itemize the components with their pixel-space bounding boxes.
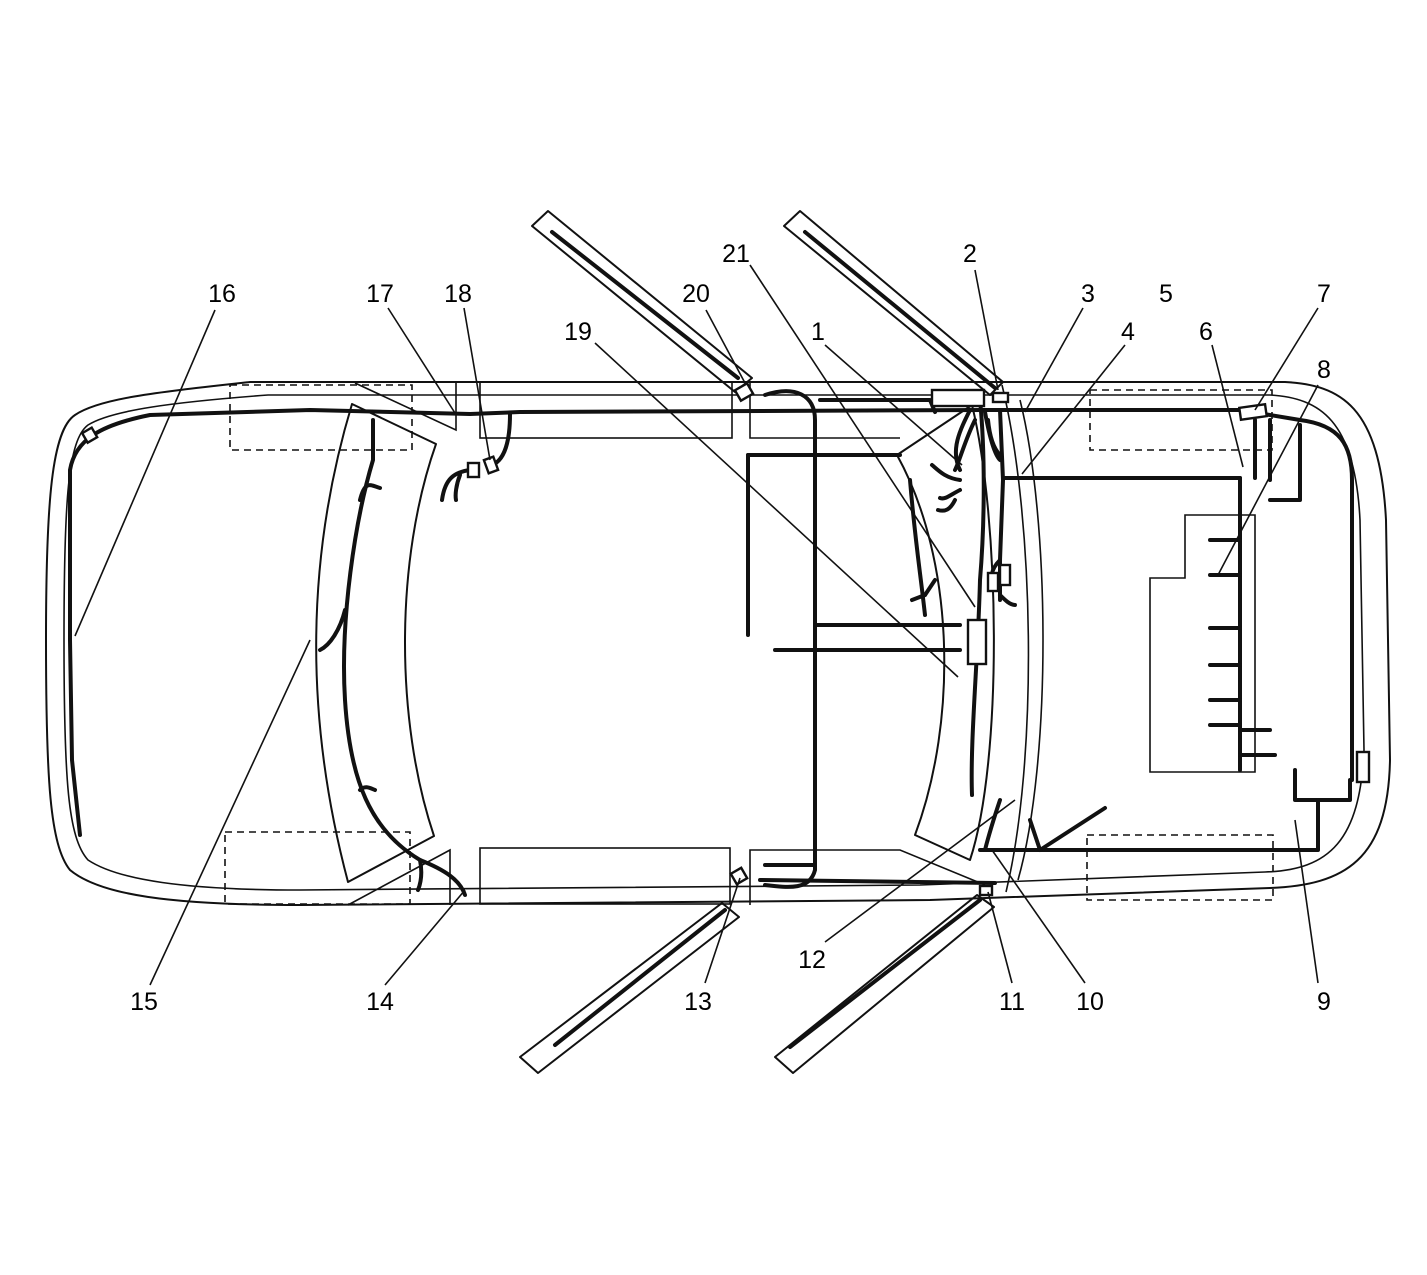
leader-1 — [824, 344, 963, 466]
callout-7: 7 — [1317, 280, 1331, 308]
leader-19 — [594, 342, 959, 678]
dashed-zones — [224, 384, 1274, 905]
callout-5: 5 — [1159, 280, 1173, 308]
leader-2 — [974, 269, 999, 391]
callout-8: 8 — [1317, 356, 1331, 384]
callouts: 16 17 18 19 20 21 1 2 3 4 5 6 7 8 15 14 … — [130, 240, 1331, 1016]
callout-18: 18 — [444, 280, 472, 308]
leader-17 — [387, 307, 456, 414]
leader-4 — [1021, 344, 1126, 475]
leader-11 — [987, 891, 1013, 984]
leader-18 — [463, 307, 491, 461]
leader-8 — [1217, 384, 1319, 576]
callout-4: 4 — [1121, 318, 1135, 346]
cabin-panels — [479, 381, 986, 905]
car-body — [45, 381, 1391, 906]
callout-21: 21 — [722, 240, 750, 268]
callout-3: 3 — [1081, 280, 1095, 308]
callout-15: 15 — [130, 988, 158, 1016]
callout-9: 9 — [1317, 988, 1331, 1016]
callout-1: 1 — [811, 318, 825, 346]
wiring-harness — [68, 389, 1354, 897]
callout-10: 10 — [1076, 988, 1104, 1016]
leader-20 — [705, 309, 746, 384]
leader-14 — [384, 889, 466, 986]
rear-window — [315, 382, 457, 906]
leader-15 — [149, 639, 311, 986]
leader-6 — [1211, 344, 1244, 468]
callout-20: 20 — [682, 280, 710, 308]
callout-13: 13 — [684, 988, 712, 1016]
leader-21 — [749, 264, 976, 608]
leader-7 — [1254, 307, 1319, 411]
leader-16 — [74, 309, 216, 637]
callout-11: 11 — [999, 988, 1025, 1016]
leader-lines — [74, 264, 1319, 986]
callout-12: 12 — [798, 946, 826, 974]
doors — [519, 210, 1004, 1074]
callout-2: 2 — [963, 240, 977, 268]
callout-14: 14 — [366, 988, 394, 1016]
callout-17: 17 — [366, 280, 394, 308]
callout-16: 16 — [208, 280, 236, 308]
engine-components — [1149, 514, 1256, 773]
leader-12 — [824, 799, 1016, 943]
leader-3 — [1024, 307, 1084, 413]
connectors — [80, 381, 1371, 897]
callout-19: 19 — [564, 318, 592, 346]
leader-13 — [704, 877, 741, 984]
leader-9 — [1294, 819, 1319, 984]
callout-6: 6 — [1199, 318, 1213, 346]
leader-10 — [991, 849, 1086, 984]
